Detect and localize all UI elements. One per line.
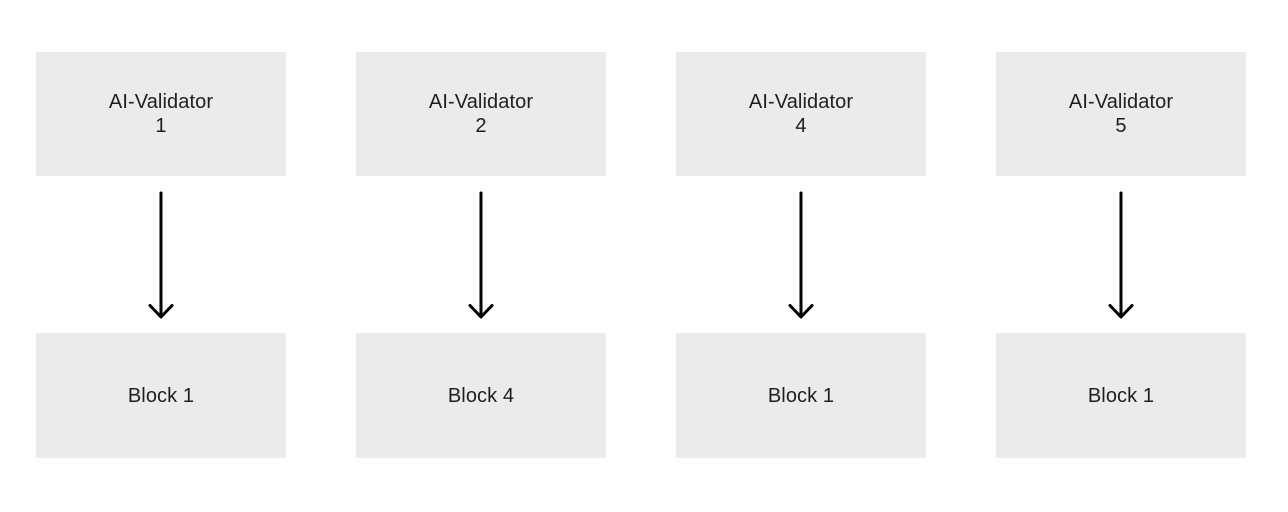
block-label: Block 1 bbox=[767, 384, 835, 407]
validator-name: AI-Validator bbox=[108, 91, 214, 113]
validator-number: 2 bbox=[475, 115, 487, 137]
validator-column-3: AI-Validator 4 Block 1 bbox=[676, 52, 926, 458]
validator-columns: AI-Validator 1 Block 1 AI-Validator 2 bbox=[36, 52, 1246, 458]
down-arrow-connector bbox=[996, 176, 1246, 333]
validator-node: AI-Validator 4 bbox=[676, 52, 926, 176]
block-label: Block 1 bbox=[1087, 384, 1155, 407]
validator-name: AI-Validator bbox=[428, 91, 534, 113]
down-arrow-connector bbox=[36, 176, 286, 333]
validator-name: AI-Validator bbox=[1068, 91, 1174, 113]
down-arrow-icon bbox=[788, 191, 814, 319]
validator-node: AI-Validator 1 bbox=[36, 52, 286, 176]
block-node: Block 1 bbox=[36, 333, 286, 458]
down-arrow-icon bbox=[468, 191, 494, 319]
validator-name: AI-Validator bbox=[748, 91, 854, 113]
validator-node: AI-Validator 5 bbox=[996, 52, 1246, 176]
block-node: Block 1 bbox=[996, 333, 1246, 458]
validator-number: 5 bbox=[1115, 115, 1127, 137]
block-label: Block 4 bbox=[447, 384, 515, 407]
validator-node: AI-Validator 2 bbox=[356, 52, 606, 176]
validator-number: 1 bbox=[155, 115, 167, 137]
block-label: Block 1 bbox=[127, 384, 195, 407]
block-node: Block 1 bbox=[676, 333, 926, 458]
down-arrow-connector bbox=[356, 176, 606, 333]
block-node: Block 4 bbox=[356, 333, 606, 458]
down-arrow-icon bbox=[1108, 191, 1134, 319]
down-arrow-connector bbox=[676, 176, 926, 333]
validator-column-1: AI-Validator 1 Block 1 bbox=[36, 52, 286, 458]
down-arrow-icon bbox=[148, 191, 174, 319]
validator-number: 4 bbox=[795, 115, 807, 137]
validator-column-4: AI-Validator 5 Block 1 bbox=[996, 52, 1246, 458]
validator-column-2: AI-Validator 2 Block 4 bbox=[356, 52, 606, 458]
